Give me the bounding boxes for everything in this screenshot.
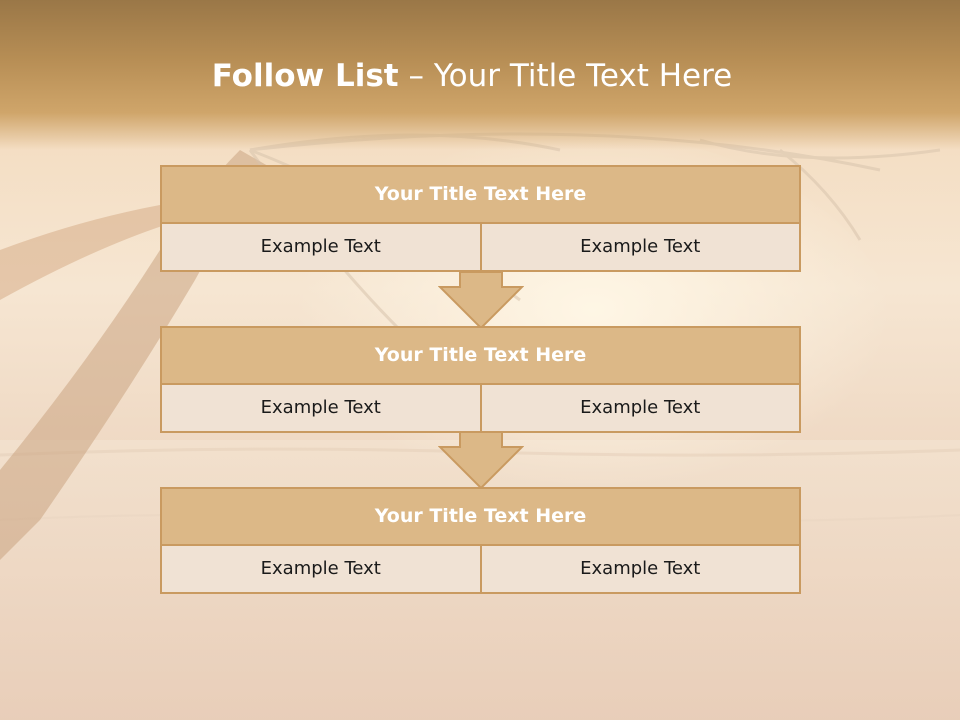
block-cell-left: Example Text [160,224,482,272]
list-block-2: Your Title Text Here Example Text Exampl… [160,326,801,433]
block-title: Your Title Text Here [160,326,801,385]
block-cell-right: Example Text [481,546,801,594]
block-cell-right: Example Text [481,385,801,433]
down-arrow-icon [438,272,524,330]
slide-title-rest: – Your Title Text Here [398,58,733,94]
block-title: Your Title Text Here [160,487,801,546]
block-title: Your Title Text Here [160,165,801,224]
down-arrow-icon [438,432,524,490]
block-cell-left: Example Text [160,546,482,594]
slide-title: Follow List – Your Title Text Here [0,54,944,98]
block-cell-right: Example Text [481,224,801,272]
block-cell-left: Example Text [160,385,482,433]
list-block-1: Your Title Text Here Example Text Exampl… [160,165,801,272]
header-band [0,0,960,150]
slide-title-bold: Follow List [211,58,399,94]
list-block-3: Your Title Text Here Example Text Exampl… [160,487,801,594]
